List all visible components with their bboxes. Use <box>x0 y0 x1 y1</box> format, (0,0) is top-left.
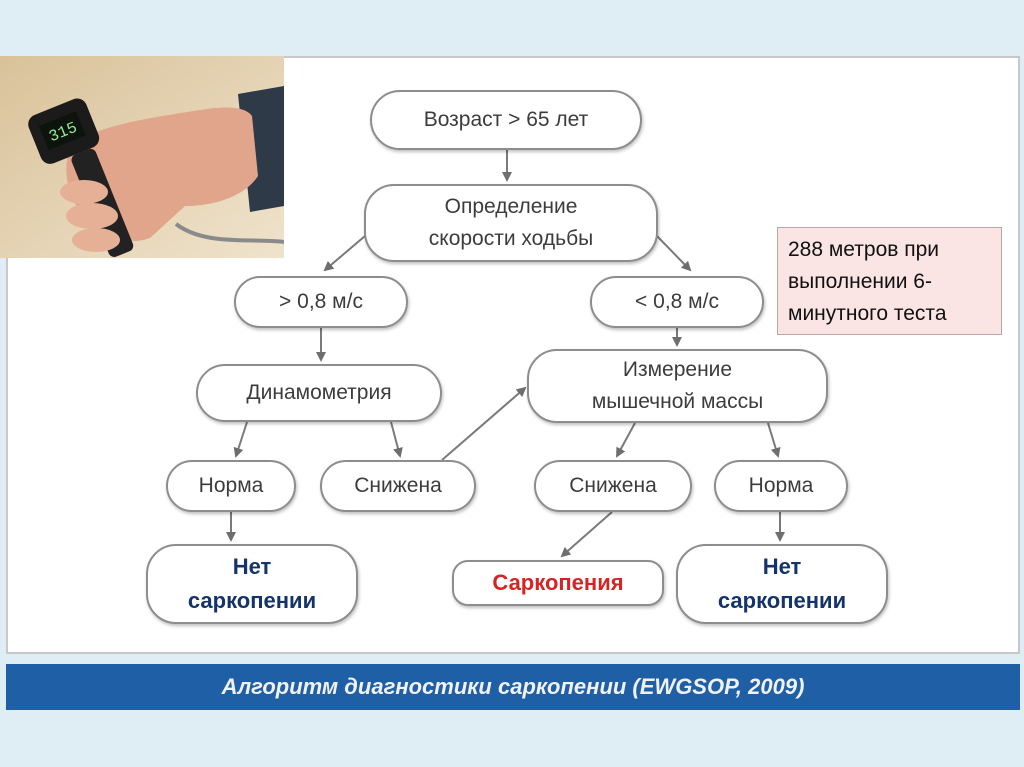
speed-low-node: < 0,8 м/с <box>590 276 764 328</box>
arrow-reduced-to-muscle-mass <box>441 386 527 461</box>
right-reduced-node: Снижена <box>534 460 692 512</box>
speed-low-label: < 0,8 м/с <box>635 290 719 313</box>
speed-high-label: > 0,8 м/с <box>279 290 363 313</box>
no-sarcopenia-left-line1: Нет <box>232 554 272 579</box>
note-line3: минутного теста <box>788 302 947 325</box>
muscle-mass-label-line1: Измерение <box>622 358 733 381</box>
arrow-to-right-normal <box>767 422 781 458</box>
six-minute-test-note: 288 метров при выполнении 6- минутного т… <box>777 227 1002 335</box>
arrow-to-right-reduced <box>616 422 636 458</box>
note-line1: 288 метров при <box>788 238 940 261</box>
no-sarcopenia-right-line2: саркопении <box>717 588 847 613</box>
right-normal-node: Норма <box>714 460 848 512</box>
speed-high-node: > 0,8 м/с <box>234 276 408 328</box>
arrow-to-speed-high <box>323 235 366 272</box>
arrow-to-sarcopenia <box>560 511 613 558</box>
right-normal-label: Норма <box>748 474 814 497</box>
dynamometry-label: Динамометрия <box>246 381 392 404</box>
gait-speed-label-line2: скорости ходьбы <box>428 227 594 250</box>
caption-bar: Алгоритм диагностики саркопении (EWGSOP,… <box>6 664 1020 710</box>
arrow-to-left-reduced <box>390 421 403 458</box>
gait-speed-node: Определение скорости ходьбы <box>364 184 658 262</box>
age-label: Возраст > 65 лет <box>423 108 589 131</box>
left-normal-node: Норма <box>166 460 296 512</box>
left-reduced-node: Снижена <box>320 460 476 512</box>
dynamometer-photo: 315 <box>0 56 284 258</box>
no-sarcopenia-right-node: Нет саркопении <box>676 544 888 624</box>
arrow-to-speed-low <box>656 235 692 272</box>
no-sarcopenia-left-node: Нет саркопении <box>146 544 358 624</box>
left-reduced-label: Снижена <box>354 474 442 497</box>
arrow-to-left-normal <box>233 421 248 458</box>
caption-text: Алгоритм диагностики саркопении (EWGSOP,… <box>221 674 805 699</box>
muscle-mass-label-line2: мышечной массы <box>591 390 764 413</box>
left-normal-label: Норма <box>198 474 264 497</box>
note-line2: выполнении 6- <box>788 270 932 293</box>
sarcopenia-node: Саркопения <box>452 560 664 606</box>
muscle-mass-node: Измерение мышечной массы <box>527 349 828 423</box>
no-sarcopenia-right-line1: Нет <box>762 554 802 579</box>
gait-speed-label-line1: Определение <box>444 195 578 218</box>
sarcopenia-label: Саркопения <box>492 570 624 595</box>
no-sarcopenia-left-line2: саркопении <box>187 588 317 613</box>
dynamometry-node: Динамометрия <box>196 364 442 422</box>
right-reduced-label: Снижена <box>569 474 657 497</box>
age-node: Возраст > 65 лет <box>370 90 642 150</box>
